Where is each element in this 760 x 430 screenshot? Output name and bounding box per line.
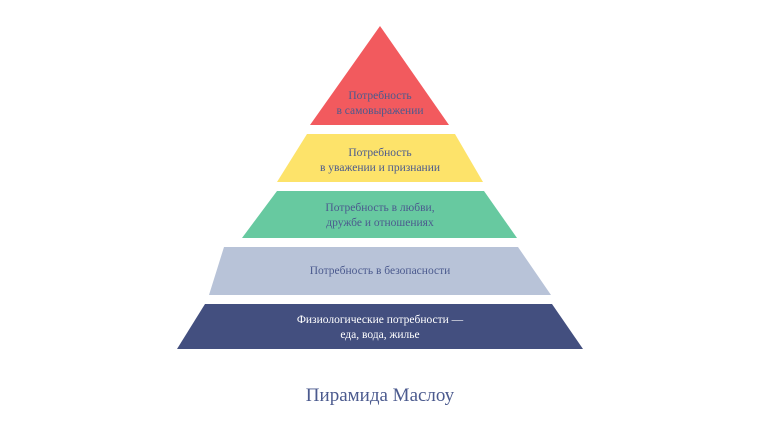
layer-label-safety: Потребность в безопасности <box>309 265 451 277</box>
layer-love-belonging <box>242 191 517 238</box>
layer-safety <box>209 247 551 295</box>
layer-label-self-actualization: Потребность в самовыражении <box>336 90 424 117</box>
layer-physiological <box>177 304 583 349</box>
layer-esteem <box>277 134 483 182</box>
layer-label-physiological: Физиологические потребности — еда, вода,… <box>296 314 464 341</box>
diagram-title: Пирамида Маслоу <box>305 385 455 406</box>
layer-label-love-belonging: Потребность в любви, дружбе и отношениях <box>325 202 435 229</box>
layer-label-esteem: Потребность в уважении и признании <box>319 147 441 174</box>
layer-self-actualization <box>310 26 449 125</box>
